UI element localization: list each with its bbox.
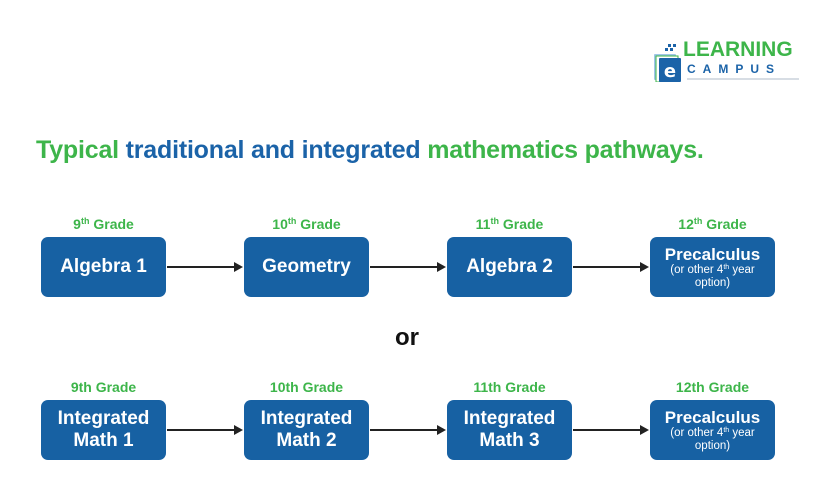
course-box-integrated-math-1: Integrated Math 1 [41,400,166,460]
course-box-algebra-1: Algebra 1 [41,237,166,297]
course-box-algebra-2: Algebra 2 [447,237,572,297]
grade-label-11: 11th Grade [475,216,544,232]
course-box-precalculus: Precalculus (or other 4th year option) [650,400,775,460]
arrow-icon [573,262,649,272]
logo-line1: LEARNING [683,38,793,61]
grade-label-12: 12th Grade [678,216,747,232]
title-part1: Typical [36,136,119,164]
grade-label-12: 12th Grade [675,379,750,395]
title-part3: mathematics pathways. [427,136,704,164]
arrow-icon [167,425,243,435]
or-separator: or [395,324,419,351]
grade-label-9: 9th Grade [70,379,137,395]
course-box-geometry: Geometry [244,237,369,297]
arrow-icon [370,425,446,435]
grade-label-11: 11th Grade [473,379,546,395]
arrow-icon [573,425,649,435]
logo-underline [687,78,799,80]
page-title: Typical traditional and integrated mathe… [36,136,704,165]
arrow-icon [167,262,243,272]
grade-label-10: 10th Grade [272,216,341,232]
svg-text:e: e [664,61,676,82]
course-box-integrated-math-2: Integrated Math 2 [244,400,369,460]
grade-label-10: 10th Grade [269,379,344,395]
course-box-precalculus: Precalculus (or other 4th year option) [650,237,775,297]
course-note: (or other 4th year [670,426,755,439]
course-box-integrated-math-3: Integrated Math 3 [447,400,572,460]
title-part2: traditional and integrated [125,136,421,164]
logo-line2: CAMPUS [687,62,782,76]
grade-label-9: 9th Grade [73,216,134,232]
arrow-icon [370,262,446,272]
elearning-campus-logo: e LEARNING CAMPUS [652,36,802,86]
course-note: (or other 4th year [670,263,755,276]
e-book-icon: e [654,44,681,82]
